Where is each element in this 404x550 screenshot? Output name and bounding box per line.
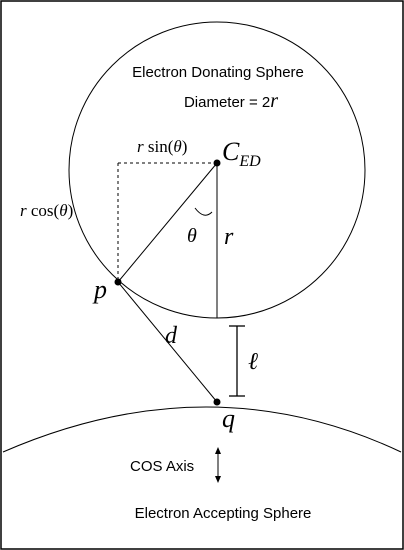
radius-label: r <box>224 224 234 250</box>
point-p-dot <box>114 278 122 286</box>
cos-axis-arrow-up-head <box>215 447 221 454</box>
distance-d-line <box>117 281 218 403</box>
r-sin-theta-theta: θ <box>173 137 181 156</box>
point-q-label: q <box>222 404 235 433</box>
diameter-label-prefix: Diameter = 2 <box>184 94 270 111</box>
distance-d-label: d <box>165 323 178 349</box>
theta-angle-arc <box>194 207 213 216</box>
center-label-subscript: ED <box>238 153 261 170</box>
r-sin-theta-label: r sin(θ) <box>137 137 187 156</box>
r-cos-theta-r: r <box>20 201 27 220</box>
center-label: CED <box>222 137 261 170</box>
r-sin-theta-fn: sin( <box>144 137 174 156</box>
diameter-label-var: r <box>270 90 278 112</box>
donating-sphere-label: Electron Donating Sphere <box>132 64 304 81</box>
cos-axis-label: COS Axis <box>130 458 194 475</box>
r-sin-theta-r: r <box>137 137 144 156</box>
cos-axis-arrow-down-head <box>215 476 221 483</box>
accepting-sphere-arc <box>2 406 402 453</box>
accepting-sphere-label: Electron Accepting Sphere <box>135 505 312 522</box>
gap-l-label: ℓ <box>248 349 258 375</box>
diameter-label: Diameter = 2r <box>184 90 278 112</box>
point-p-label: p <box>92 275 107 304</box>
center-point <box>213 159 221 167</box>
center-to-p-line <box>117 162 218 283</box>
point-q-dot <box>213 398 221 406</box>
r-cos-theta-theta: θ <box>59 201 67 220</box>
center-label-main: C <box>222 137 240 166</box>
r-sin-theta-close: ) <box>182 137 188 156</box>
r-cos-theta-close: ) <box>68 201 74 220</box>
theta-label: θ <box>187 225 197 247</box>
r-cos-theta-label: r cos(θ) <box>20 201 73 220</box>
r-cos-theta-fn: cos( <box>27 201 60 220</box>
